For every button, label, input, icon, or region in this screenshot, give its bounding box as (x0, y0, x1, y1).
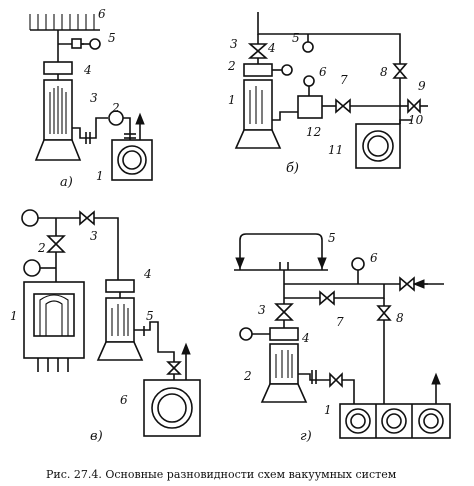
panel-a-diffusion-pump (34, 79, 82, 161)
label-g-6: 6 (370, 251, 378, 265)
panel-a: 6 5 4 3 2 1 а) (29, 7, 153, 190)
panel-v-forepump (143, 379, 201, 437)
panel-v-letter: в) (90, 429, 103, 444)
label-a-6: 6 (98, 7, 106, 21)
label-v-3: 3 (90, 229, 98, 243)
label-v-4: 4 (143, 267, 152, 281)
panel-g-valve-inlet (399, 276, 415, 292)
panel-g-trap (269, 327, 299, 341)
panel-g-forepump-battery (339, 403, 451, 439)
label-g-3: 3 (258, 303, 266, 317)
panel-g-diffusion-pump (260, 343, 308, 403)
panel-v-trap (105, 279, 135, 293)
panel-v-valve-fore (166, 361, 182, 375)
panel-g-valve-7 (319, 290, 335, 306)
label-b-12: 12 (306, 125, 321, 139)
panel-g-bell-jar (234, 233, 328, 271)
label-v-5: 5 (146, 309, 154, 323)
panel-b-letter: б) (286, 161, 299, 176)
panel-b-diffusion-pump (234, 79, 282, 149)
label-a-2: 2 (111, 101, 120, 115)
panel-b-valve-9 (407, 98, 421, 114)
panel-b-box-12 (297, 95, 323, 119)
panel-a-letter: а) (60, 175, 73, 190)
panel-b-gauge-6 (303, 75, 315, 87)
label-g-8: 8 (396, 311, 404, 325)
panel-b-valve-3 (247, 43, 269, 59)
label-a-1: 1 (96, 169, 104, 183)
panel-g-gauge-left (239, 327, 253, 341)
panel-v-diffusion-pump (96, 297, 144, 361)
panel-g-valve-8 (376, 305, 392, 321)
label-g-1: 1 (324, 403, 332, 417)
panel-b-forepump (355, 123, 401, 169)
panel-v-chamber (23, 281, 85, 372)
panel-a-vessel (29, 14, 100, 31)
panel-b-valve-7 (335, 98, 351, 114)
panel-v-valve-2 (46, 235, 66, 253)
panel-v-valve-3 (79, 210, 95, 226)
panel-a-gauge-sensor (71, 38, 82, 49)
label-b-4: 4 (267, 41, 276, 55)
panel-g-gauge-6 (351, 257, 365, 271)
label-b-6: 6 (319, 65, 327, 79)
label-b-3: 3 (230, 37, 238, 51)
panel-a-trap (43, 61, 73, 75)
label-g-4: 4 (301, 331, 310, 345)
label-a-3: 3 (90, 91, 98, 105)
label-b-10: 10 (408, 113, 424, 127)
label-b-5: 5 (292, 31, 300, 45)
label-b-9: 9 (418, 79, 426, 93)
figure-caption: Рис. 27.4. Основные разновидности схем в… (46, 468, 397, 481)
label-v-1: 1 (10, 309, 18, 323)
panel-v-gauge-mid (23, 259, 41, 277)
panel-b-gauge-5 (302, 41, 314, 53)
label-b-2: 2 (227, 59, 236, 73)
label-v-6: 6 (120, 393, 128, 407)
panel-a-gauge-icon (89, 38, 101, 50)
label-b-1: 1 (228, 93, 236, 107)
label-g-5: 5 (328, 231, 336, 245)
label-b-11: 11 (328, 143, 343, 157)
panel-v: 2 3 1 4 5 6 в) (10, 209, 201, 444)
panel-b-trap (243, 63, 273, 77)
label-a-4: 4 (83, 63, 92, 77)
panel-g: 5 6 3 4 7 8 2 1 г) (234, 231, 451, 444)
label-b-8: 8 (380, 65, 388, 79)
panel-a-forepump (111, 139, 153, 181)
panel-b-valve-8 (392, 63, 408, 79)
panel-b-gauge-4 (281, 64, 293, 76)
label-b-7: 7 (340, 73, 348, 87)
label-v-2: 2 (37, 241, 46, 255)
label-g-7: 7 (336, 315, 344, 329)
panel-v-gauge-top (21, 209, 39, 227)
panel-g-valve-3 (274, 303, 294, 321)
label-g-2: 2 (243, 369, 252, 383)
label-a-5: 5 (108, 31, 116, 45)
panel-b: 3 4 5 2 6 1 7 8 9 10 11 12 б) (227, 12, 428, 176)
panel-g-letter: г) (300, 429, 312, 444)
panel-g-valve-fore (329, 372, 343, 388)
